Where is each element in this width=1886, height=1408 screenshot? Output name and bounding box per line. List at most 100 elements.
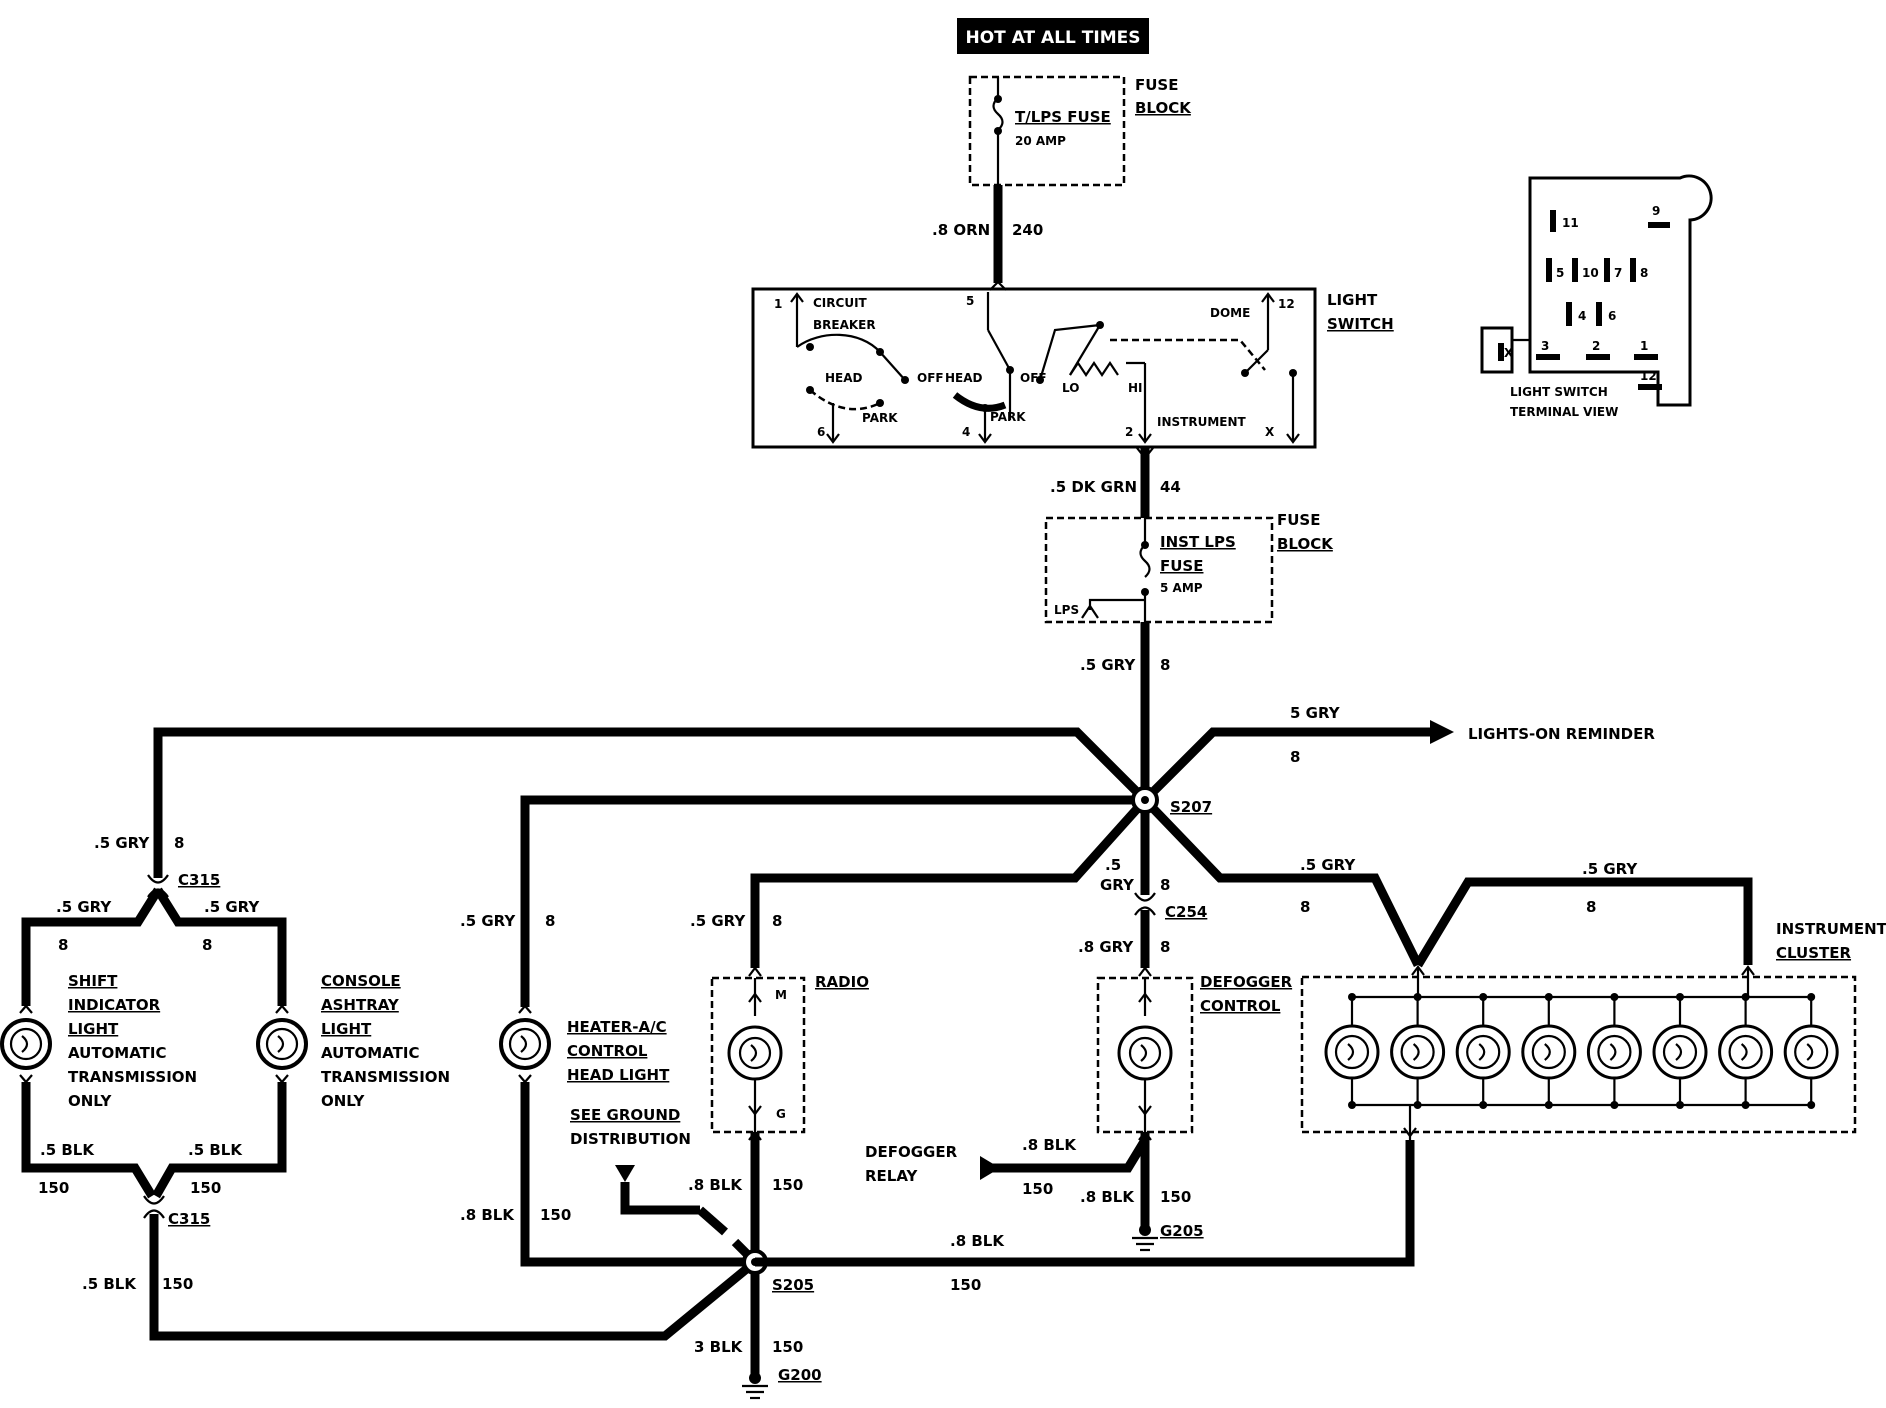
wire-heater-ground bbox=[520, 1082, 755, 1267]
defogger-relay-label-1: DEFOGGER bbox=[865, 1143, 958, 1161]
radio-m: M bbox=[775, 988, 787, 1002]
lights-on-label: LIGHTS-ON REMINDER bbox=[1468, 725, 1655, 743]
cluster-lamp bbox=[1521, 993, 1577, 1109]
instrument-cluster-box bbox=[1300, 975, 1857, 1134]
cluster-wire-2: .5 GRY bbox=[1582, 860, 1638, 878]
ls-off-left: OFF bbox=[917, 371, 944, 385]
lights-on-circuit: 8 bbox=[1290, 748, 1300, 766]
connector-c315-top: C315 bbox=[178, 871, 220, 889]
inst-fuse-label-1: INST LPS bbox=[1160, 533, 1236, 551]
ground-dist-label-1: SEE GROUND bbox=[570, 1106, 680, 1124]
console-label-2: ASHTRAY bbox=[321, 996, 400, 1014]
defogger-wire-in: .8 GRY bbox=[1078, 938, 1134, 956]
wire-44-circuit: 44 bbox=[1160, 478, 1181, 496]
fuse-block-top-label-2: BLOCK bbox=[1135, 99, 1192, 117]
rheostat-symbol bbox=[1069, 361, 1119, 377]
cluster-lamps bbox=[1324, 993, 1839, 1109]
radio-wire-out: .8 BLK bbox=[688, 1176, 743, 1194]
ls-instrument: INSTRUMENT bbox=[1157, 415, 1247, 429]
defogger-label-2: CONTROL bbox=[1200, 997, 1281, 1015]
left-bl-circuit: 150 bbox=[38, 1179, 69, 1197]
fuse-rating-20: 20 AMP bbox=[1015, 134, 1066, 148]
wire-8-main-size: .5 GRY bbox=[1080, 656, 1136, 674]
defogger-circuit-a: 8 bbox=[1160, 876, 1170, 894]
circuit-breaker-label-1: CIRCUIT bbox=[813, 296, 868, 310]
g200-circuit: 150 bbox=[772, 1338, 803, 1356]
tv-pin-x: X bbox=[1504, 346, 1514, 360]
fuse-block-inst-label-1: FUSE bbox=[1277, 511, 1320, 529]
ls-park-left: PARK bbox=[862, 411, 898, 425]
radio-lamp bbox=[727, 1025, 783, 1081]
wire-8-main-circuit: 8 bbox=[1160, 656, 1170, 674]
tv-pin-4: 4 bbox=[1578, 309, 1586, 323]
tv-pin-11: 11 bbox=[1562, 216, 1579, 230]
console-label-5: TRANSMISSION bbox=[321, 1068, 450, 1086]
fuse-name-tlps: T/LPS FUSE bbox=[1015, 108, 1111, 126]
splice-s205-label: S205 bbox=[772, 1276, 814, 1294]
left-right-wire: .5 GRY bbox=[204, 898, 260, 916]
defogger-wire-out: .8 BLK bbox=[1080, 1188, 1135, 1206]
heater-wire-in: .5 GRY bbox=[460, 912, 516, 930]
wire-defogger-relay bbox=[990, 1137, 1149, 1173]
defogger-wire-a: .5 bbox=[1105, 856, 1121, 874]
s205-out-wire: .8 BLK bbox=[950, 1232, 1005, 1250]
ground-g205-label: G205 bbox=[1160, 1222, 1204, 1240]
cluster-circuit-1: 8 bbox=[1300, 898, 1310, 916]
ls-terminal-2: 2 bbox=[1125, 425, 1133, 439]
hot-at-all-times-banner bbox=[957, 18, 1149, 54]
shift-label-1: SHIFT bbox=[68, 972, 118, 990]
radio-circuit-in: 8 bbox=[772, 912, 782, 930]
tv-pin-7: 7 bbox=[1614, 266, 1622, 280]
tv-pin-10: 10 bbox=[1582, 266, 1599, 280]
console-label-1: CONSOLE bbox=[321, 972, 401, 990]
light-switch-terminal-view: X 11 9 5 10 7 8 4 6 3 2 1 12 LIGHT SWITC… bbox=[1480, 174, 1713, 419]
connector-c315-bottom: C315 bbox=[168, 1210, 210, 1228]
inst-fuse-rating: 5 AMP bbox=[1160, 581, 1203, 595]
wire-to-cluster-2 bbox=[1414, 877, 1753, 968]
ls-terminal-1: 1 bbox=[774, 297, 782, 311]
ls-terminal-6: 6 bbox=[817, 425, 825, 439]
splice-s207-label: S207 bbox=[1170, 798, 1212, 816]
wire-console-ground bbox=[152, 1082, 287, 1199]
ground-g200-icon bbox=[742, 1372, 768, 1400]
shift-indicator-lamp bbox=[0, 1018, 52, 1070]
connector-c254: C254 bbox=[1165, 903, 1207, 921]
ls-head-left: HEAD bbox=[825, 371, 863, 385]
left-left-wire: .5 GRY bbox=[56, 898, 112, 916]
radio-circuit-out: 150 bbox=[772, 1176, 803, 1194]
shift-label-6: ONLY bbox=[68, 1092, 113, 1110]
lights-on-size: 5 GRY bbox=[1290, 704, 1341, 722]
heater-circuit-out: 150 bbox=[540, 1206, 571, 1224]
defogger-relay-circuit: 150 bbox=[1022, 1180, 1053, 1198]
ls-park-mid: PARK bbox=[990, 410, 1026, 424]
fuse-block-top-label-1: FUSE bbox=[1135, 76, 1178, 94]
ls-dome: DOME bbox=[1210, 306, 1250, 320]
ground-g200-label: G200 bbox=[778, 1366, 822, 1384]
tv-pin-6: 6 bbox=[1608, 309, 1616, 323]
console-label-6: ONLY bbox=[321, 1092, 366, 1110]
console-label-3: LIGHT bbox=[321, 1020, 372, 1038]
left-return-circuit: 150 bbox=[162, 1275, 193, 1293]
heater-ac-lamp bbox=[499, 1018, 551, 1070]
wire-shift-ground bbox=[21, 1082, 156, 1199]
g200-wire: 3 BLK bbox=[694, 1338, 744, 1356]
tv-pin-12: 12 bbox=[1640, 369, 1657, 383]
defogger-relay-arrow bbox=[980, 1156, 1000, 1180]
wire-240-size: .8 ORN bbox=[932, 221, 990, 239]
cluster-label-1: INSTRUMENT bbox=[1776, 920, 1886, 938]
ls-hi: HI bbox=[1128, 381, 1143, 395]
circuit-breaker-symbol bbox=[796, 333, 881, 353]
cluster-lamp bbox=[1783, 993, 1839, 1109]
ls-terminal-12: 12 bbox=[1278, 297, 1295, 311]
inst-fuse-lps: LPS bbox=[1054, 603, 1079, 617]
heater-label-2: CONTROL bbox=[567, 1042, 648, 1060]
wire-c315-return bbox=[149, 1214, 758, 1341]
light-switch-label-2: SWITCH bbox=[1327, 315, 1394, 333]
tv-pin-2: 2 bbox=[1592, 339, 1600, 353]
heater-wire-out: .8 BLK bbox=[460, 1206, 515, 1224]
defogger-wire-a2: GRY bbox=[1100, 876, 1135, 894]
tv-pin-1: 1 bbox=[1640, 339, 1648, 353]
ls-terminal-4: 4 bbox=[962, 425, 970, 439]
radio-wire-in: .5 GRY bbox=[690, 912, 746, 930]
